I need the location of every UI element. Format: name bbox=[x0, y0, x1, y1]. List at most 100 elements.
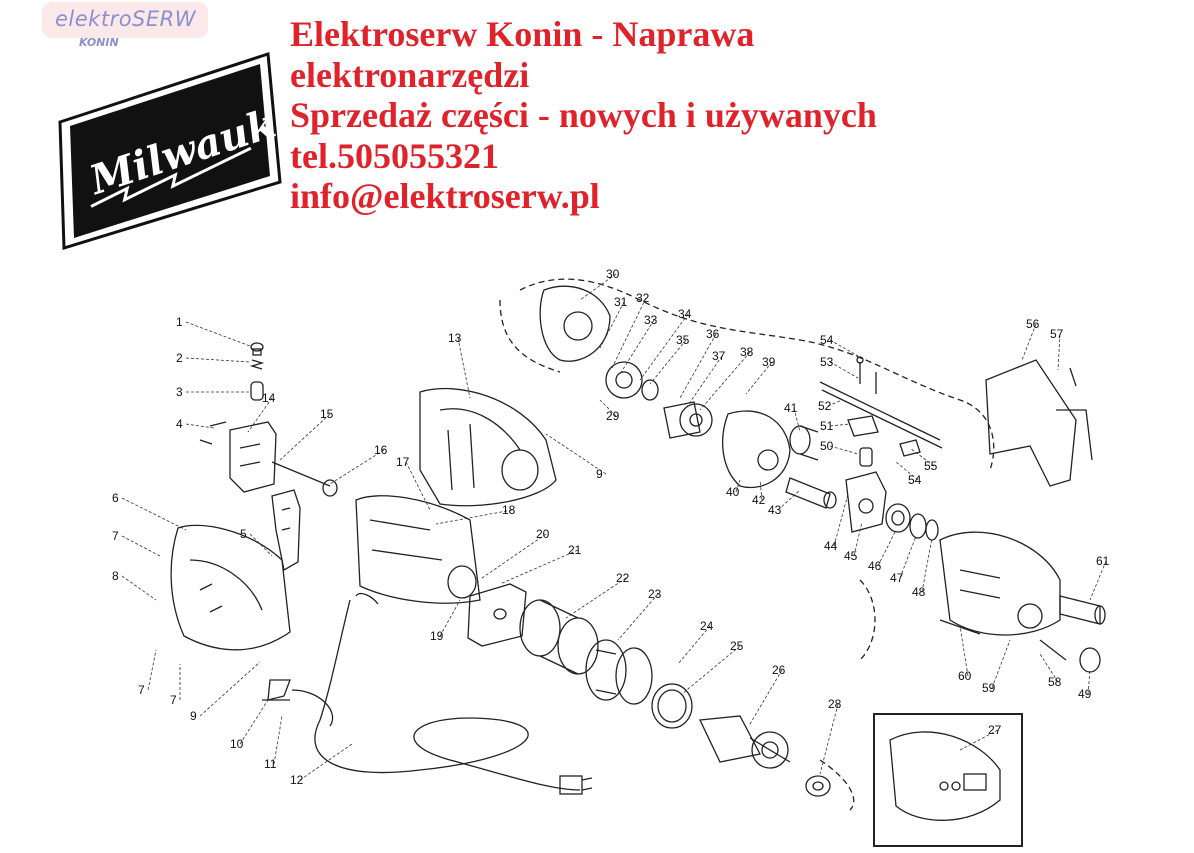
clamp-part-45 bbox=[845, 471, 887, 533]
part-number-label: 48 bbox=[912, 585, 926, 599]
part-number-label: 7 bbox=[112, 529, 119, 543]
cord-clamp-part-10 bbox=[262, 679, 291, 701]
callout-leader bbox=[1057, 333, 1061, 371]
part-number-label: 37 bbox=[712, 349, 726, 363]
part-number-label: 21 bbox=[568, 543, 582, 557]
callout-leader bbox=[247, 397, 273, 433]
header-line-email[interactable]: info@elektroserw.pl bbox=[290, 176, 600, 216]
spindle-part-43 bbox=[785, 477, 837, 509]
callout-leader bbox=[899, 535, 917, 579]
callout-leader bbox=[1089, 560, 1107, 601]
callout-leader bbox=[959, 625, 969, 677]
part-number-label: 31 bbox=[614, 295, 628, 309]
part-number-label: 40 bbox=[726, 485, 740, 499]
header-line-subtitle: elektronarzędzi bbox=[290, 54, 530, 95]
callout-leader bbox=[679, 333, 717, 399]
part-number-label: 10 bbox=[230, 737, 244, 751]
header-text-block: Elektroserw Konin - Naprawa elektronarzę… bbox=[290, 14, 1170, 217]
part-number-label: 5 bbox=[240, 527, 247, 541]
part-number-label: 36 bbox=[706, 327, 720, 341]
gear-cover-part-30 bbox=[539, 285, 611, 362]
callout-leader bbox=[1087, 669, 1091, 695]
screw-part-53 bbox=[856, 356, 864, 384]
callout-leader bbox=[405, 461, 431, 511]
callout-leader bbox=[273, 715, 283, 765]
ring-part-47 bbox=[909, 513, 927, 539]
callout-leader bbox=[185, 423, 215, 429]
callout-leader bbox=[829, 445, 859, 455]
part-number-label: 32 bbox=[636, 291, 650, 305]
milwaukee-logo: Milwaukee bbox=[58, 52, 288, 251]
rod-part-15 bbox=[271, 461, 338, 497]
part-number-label: 28 bbox=[828, 697, 842, 711]
part-number-label: 25 bbox=[730, 639, 744, 653]
bearing-part-28 bbox=[805, 775, 831, 797]
callout-leader bbox=[699, 351, 751, 411]
part-number-label: 16 bbox=[374, 443, 388, 457]
callout-leader bbox=[677, 625, 711, 665]
callout-leader bbox=[749, 669, 783, 725]
callout-leader bbox=[1021, 323, 1037, 361]
gear-part-34 bbox=[605, 361, 643, 399]
switch-housing-part-14 bbox=[229, 421, 277, 493]
clip-part-55 bbox=[899, 439, 921, 457]
callout-leader bbox=[617, 593, 659, 641]
part-number-label: 7 bbox=[138, 683, 145, 697]
callout-leader bbox=[499, 549, 579, 585]
callout-leader bbox=[279, 413, 331, 461]
sleeve-part-3 bbox=[250, 381, 264, 401]
callout-leader bbox=[435, 509, 513, 525]
part-number-label: 15 bbox=[320, 407, 334, 421]
callout-leader bbox=[439, 599, 461, 637]
callout-leader bbox=[611, 297, 647, 369]
part-number-label: 4 bbox=[176, 417, 183, 431]
part-number-label: 6 bbox=[112, 491, 119, 505]
gear-housing-part-13 bbox=[419, 388, 557, 507]
ring-part-25 bbox=[651, 683, 693, 729]
callout-leader bbox=[649, 339, 687, 385]
callout-leader bbox=[619, 319, 655, 375]
callout-leader bbox=[147, 649, 157, 691]
callout-leader bbox=[745, 361, 773, 395]
part-number-label: 54 bbox=[908, 473, 922, 487]
armature-part-26 bbox=[699, 715, 791, 769]
part-number-label: 14 bbox=[262, 391, 276, 405]
part-number-label: 46 bbox=[868, 559, 882, 573]
callout-leader bbox=[819, 703, 839, 775]
part-number-label: 35 bbox=[676, 333, 690, 347]
callout-leader bbox=[457, 337, 471, 399]
part-number-label: 24 bbox=[700, 619, 714, 633]
callout-leader bbox=[921, 537, 933, 593]
screws-part-4 bbox=[199, 421, 227, 445]
bracket-part-21 bbox=[467, 583, 527, 647]
callout-leader bbox=[853, 521, 863, 557]
callout-leader bbox=[827, 399, 843, 407]
part-number-label: 29 bbox=[606, 409, 620, 423]
part-number-label: 50 bbox=[820, 439, 834, 453]
callout-leader bbox=[249, 533, 273, 557]
callout-leader bbox=[1039, 653, 1059, 683]
part-number-label: 53 bbox=[820, 355, 834, 369]
callout-leader bbox=[299, 743, 353, 781]
callout-leader bbox=[545, 433, 607, 475]
field-cylinder-part-22 bbox=[519, 599, 599, 675]
callout-leader bbox=[599, 399, 617, 417]
part-number-label: 26 bbox=[772, 663, 786, 677]
trigger-part-5 bbox=[271, 489, 301, 572]
callout-leader bbox=[185, 321, 251, 347]
part-number-label: 44 bbox=[824, 539, 838, 553]
header-line-phone[interactable]: tel.505055321 bbox=[290, 135, 499, 176]
part-number-label: 7 bbox=[170, 693, 177, 707]
part-number-label: 58 bbox=[1048, 675, 1062, 689]
watermark-text: elektroSERW bbox=[55, 7, 197, 31]
watermark-subtext: KONIN bbox=[79, 36, 119, 49]
part-number-label: 20 bbox=[536, 527, 550, 541]
part-number-label: 52 bbox=[818, 399, 832, 413]
part-number-label: 27 bbox=[988, 723, 1002, 737]
part-number-label: 9 bbox=[190, 709, 197, 723]
callout-leader bbox=[759, 479, 763, 501]
part-number-label: 38 bbox=[740, 345, 754, 359]
callout-leader bbox=[959, 729, 999, 751]
part-number-label: 41 bbox=[784, 401, 798, 415]
